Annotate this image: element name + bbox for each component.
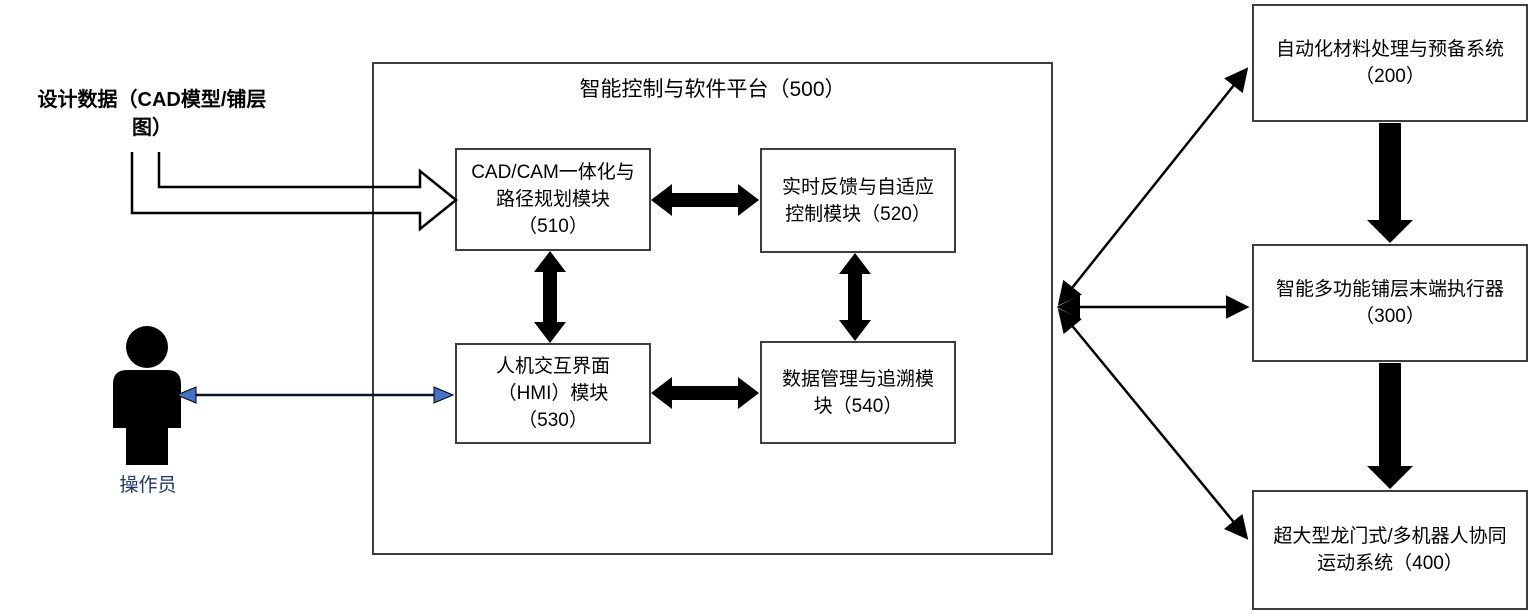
system-200-line-2: （200） <box>1355 66 1425 87</box>
module-510-line-3: （510） <box>518 216 588 237</box>
module-520-line-2: 控制模块（520） <box>785 203 931 225</box>
module-530-line-3: （530） <box>518 410 588 431</box>
platform-500-title: 智能控制与软件平台（500） <box>579 78 846 101</box>
module-540-box: 数据管理与追溯模 块（540） <box>760 341 956 444</box>
arrow-platform-400 <box>1057 308 1249 540</box>
module-520-line-1: 实时反馈与自适应 <box>781 176 934 198</box>
design-data-label: 设计数据（CAD模型/铺层 图） <box>6 86 298 142</box>
system-200-line-1: 自动化材料处理与预备系统 <box>1275 39 1504 60</box>
system-200-box: 自动化材料处理与预备系统 （200） <box>1252 4 1528 122</box>
module-510-line-1: CAD/CAM一体化与 <box>471 162 635 183</box>
module-530-box: 人机交互界面 （HMI）模块 （530） <box>455 343 651 444</box>
system-400-box: 超大型龙门式/多机器人协同 运动系统（400） <box>1252 490 1528 610</box>
system-300-box: 智能多功能铺层末端执行器 （300） <box>1252 244 1528 362</box>
module-540-line-2: 块（540） <box>813 395 903 417</box>
module-530-line-1: 人机交互界面 <box>495 356 610 377</box>
system-400-line-2: 运动系统（400） <box>1317 553 1463 574</box>
system-300-line-2: （300） <box>1355 306 1425 327</box>
arrow-200-300 <box>1367 123 1413 243</box>
platform-500-container <box>372 62 1053 555</box>
operator-person-icon <box>113 326 181 465</box>
module-520-box: 实时反馈与自适应 控制模块（520） <box>760 148 956 253</box>
module-540-line-1: 数据管理与追溯模 <box>781 368 934 390</box>
design-data-line-1: 设计数据（CAD模型/铺层 <box>37 89 267 111</box>
arrow-300-400 <box>1367 363 1413 489</box>
system-300-line-1: 智能多功能铺层末端执行器 <box>1275 279 1504 300</box>
module-510-box: CAD/CAM一体化与 路径规划模块 （510） <box>455 148 651 251</box>
design-data-line-2: 图） <box>132 117 172 139</box>
module-530-line-2: （HMI）模块 <box>497 383 609 404</box>
module-510-line-2: 路径规划模块 <box>495 189 610 210</box>
system-400-line-1: 超大型龙门式/多机器人协同 <box>1273 526 1507 547</box>
arrow-platform-200 <box>1057 67 1249 306</box>
operator-label: 操作员 <box>119 475 177 496</box>
